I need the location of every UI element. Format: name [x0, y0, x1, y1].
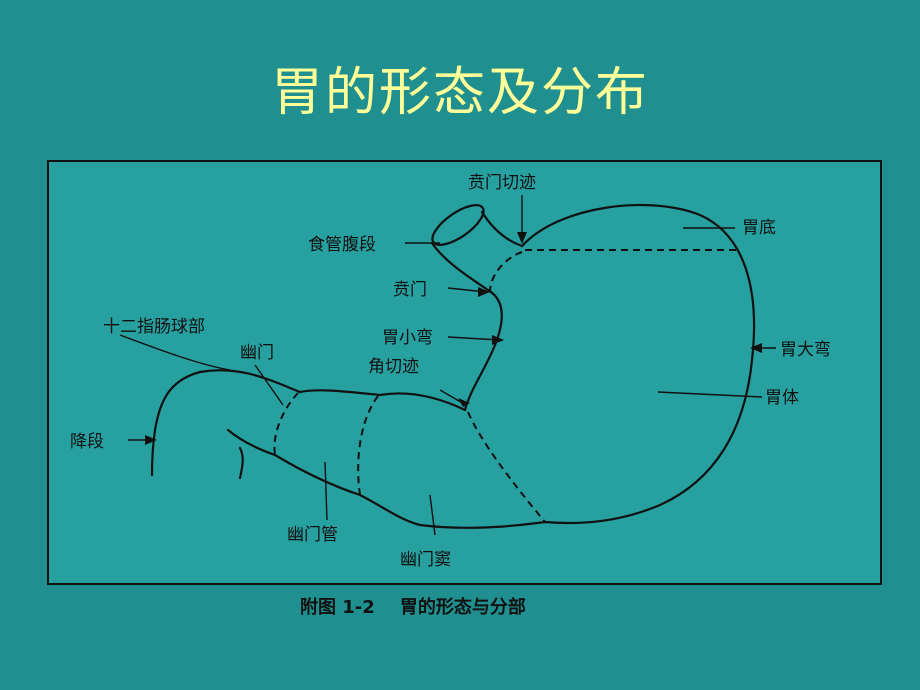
label-cardiac-notch: 贲门切迹 [468, 173, 536, 193]
antrum-lower-edge [273, 453, 422, 527]
pylorus-boundary [273, 392, 299, 456]
label-fundus: 胃底 [742, 218, 776, 238]
label-greater-curvature: 胃大弯 [780, 340, 831, 360]
label-angular-notch: 角切迹 [368, 357, 419, 377]
label-pyloric-canal: 幽门管 [287, 525, 338, 545]
label-descending-part: 降段 [70, 432, 104, 452]
angular-boundary [467, 411, 546, 523]
figure-caption: 附图 1-2 胃的形态与分部 [300, 596, 526, 618]
leader-lines [119, 195, 776, 536]
antrum-canal-boundary [357, 395, 379, 496]
lesser-curvature-outline [463, 288, 503, 412]
duodenal-bulb-outline [150, 369, 302, 477]
greater-curvature-outline [418, 203, 756, 529]
label-pyloric-antrum: 幽门窦 [400, 550, 451, 570]
label-abdominal-esophagus: 食管腹段 [308, 235, 376, 255]
cardia-boundary [489, 251, 523, 293]
label-cardia: 贲门 [393, 280, 427, 300]
esophagus-shape [430, 204, 524, 292]
figure-panel [47, 160, 882, 585]
pyloric-canal-upper-edge [298, 389, 467, 412]
slide-title: 胃的形态及分布 [270, 63, 649, 123]
duodenum-inner-edge [226, 428, 277, 480]
label-body: 胃体 [765, 388, 799, 408]
label-lesser-curvature: 胃小弯 [382, 328, 433, 348]
label-duodenal-bulb: 十二指肠球部 [103, 317, 205, 337]
label-pylorus: 幽门 [240, 343, 274, 363]
